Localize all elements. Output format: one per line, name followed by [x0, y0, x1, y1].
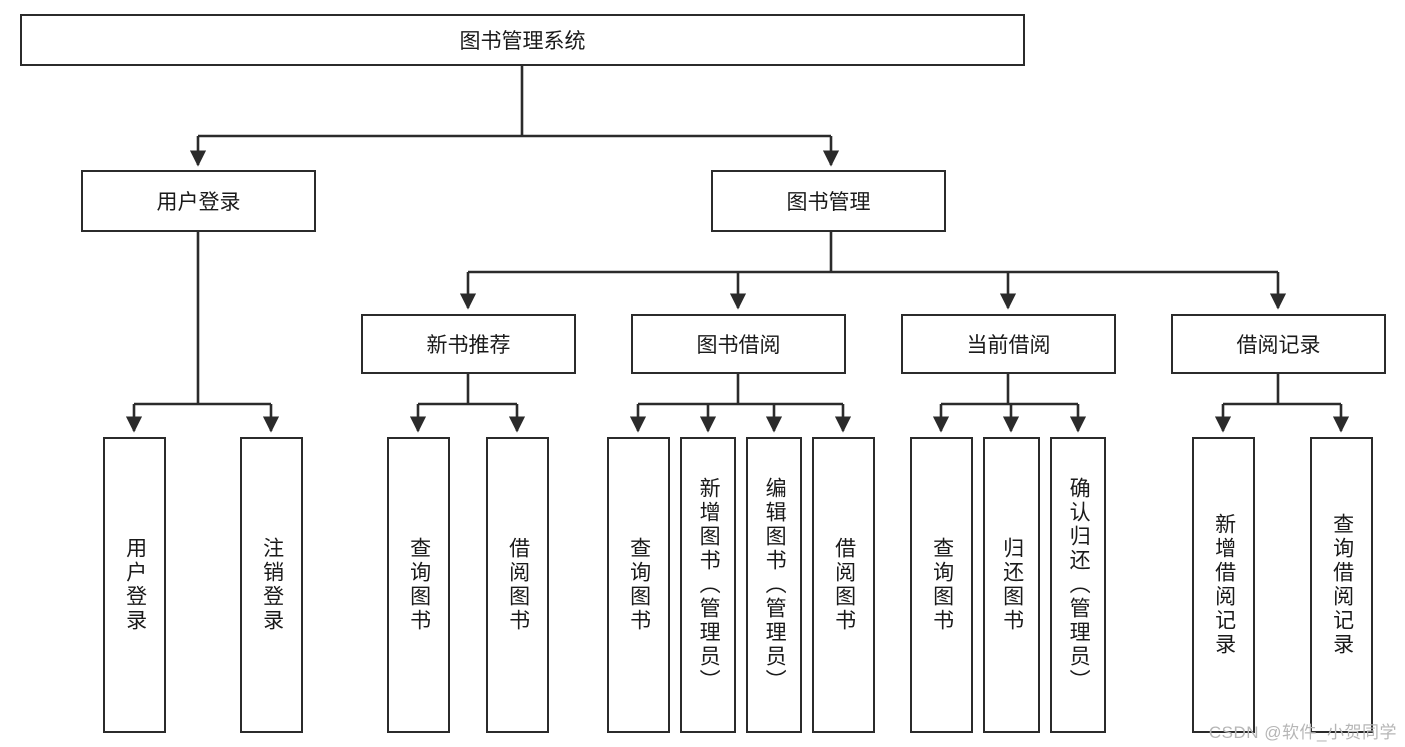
csdn-watermark: CSDN @软件_小贺同学 — [1208, 723, 1397, 742]
leaf-confirm-return-admin[interactable]: 确认归还（管理员） — [1050, 437, 1106, 733]
node-root-system-label: 图书管理系统 — [459, 30, 586, 53]
leaf-edit-book-admin[interactable]: 编辑图书（管理员） — [746, 437, 802, 733]
leaf-add-borrow-record[interactable]: 新增借阅记录 — [1192, 437, 1255, 733]
node-book-manage[interactable]: 图书管理 — [711, 170, 946, 232]
node-borrow-record[interactable]: 借阅记录 — [1171, 314, 1386, 374]
leaf-add-book-admin-label: 新增图书（管理员） — [697, 477, 721, 693]
leaf-borrow-book[interactable]: 借阅图书 — [812, 437, 875, 733]
node-book-borrow[interactable]: 图书借阅 — [631, 314, 846, 374]
leaf-logout-label: 注销登录 — [260, 537, 284, 633]
leaf-query-borrow-record[interactable]: 查询借阅记录 — [1310, 437, 1373, 733]
node-book-manage-label: 图书管理 — [786, 191, 871, 214]
leaf-borrow-book-label: 借阅图书 — [832, 537, 856, 633]
leaf-user-login-label: 用户登录 — [123, 537, 147, 633]
leaf-return-book[interactable]: 归还图书 — [983, 437, 1040, 733]
leaf-query-book-borrow-label: 查询图书 — [627, 537, 651, 633]
leaf-return-book-label: 归还图书 — [1000, 537, 1024, 633]
node-current-borrow[interactable]: 当前借阅 — [901, 314, 1116, 374]
node-borrow-record-label: 借阅记录 — [1236, 334, 1321, 357]
leaf-logout[interactable]: 注销登录 — [240, 437, 303, 733]
leaf-query-book-recommend[interactable]: 查询图书 — [387, 437, 450, 733]
leaf-edit-book-admin-label: 编辑图书（管理员） — [763, 477, 787, 693]
leaf-borrow-book-recommend-label: 借阅图书 — [506, 537, 530, 633]
leaf-borrow-book-recommend[interactable]: 借阅图书 — [486, 437, 549, 733]
node-book-borrow-label: 图书借阅 — [696, 334, 781, 357]
leaf-add-borrow-record-label: 新增借阅记录 — [1212, 513, 1236, 657]
node-new-book-recommend[interactable]: 新书推荐 — [361, 314, 576, 374]
leaf-add-book-admin[interactable]: 新增图书（管理员） — [680, 437, 736, 733]
leaf-query-borrow-record-label: 查询借阅记录 — [1330, 513, 1354, 657]
leaf-query-book-recommend-label: 查询图书 — [407, 537, 431, 633]
leaf-query-book-current-label: 查询图书 — [930, 537, 954, 633]
node-user-login-label: 用户登录 — [156, 191, 241, 214]
node-root-system[interactable]: 图书管理系统 — [20, 14, 1025, 66]
leaf-confirm-return-admin-label: 确认归还（管理员） — [1067, 477, 1091, 693]
node-user-login[interactable]: 用户登录 — [81, 170, 316, 232]
leaf-query-book-borrow[interactable]: 查询图书 — [607, 437, 670, 733]
leaf-user-login[interactable]: 用户登录 — [103, 437, 166, 733]
node-current-borrow-label: 当前借阅 — [966, 334, 1051, 357]
node-new-book-recommend-label: 新书推荐 — [426, 334, 511, 357]
leaf-query-book-current[interactable]: 查询图书 — [910, 437, 973, 733]
